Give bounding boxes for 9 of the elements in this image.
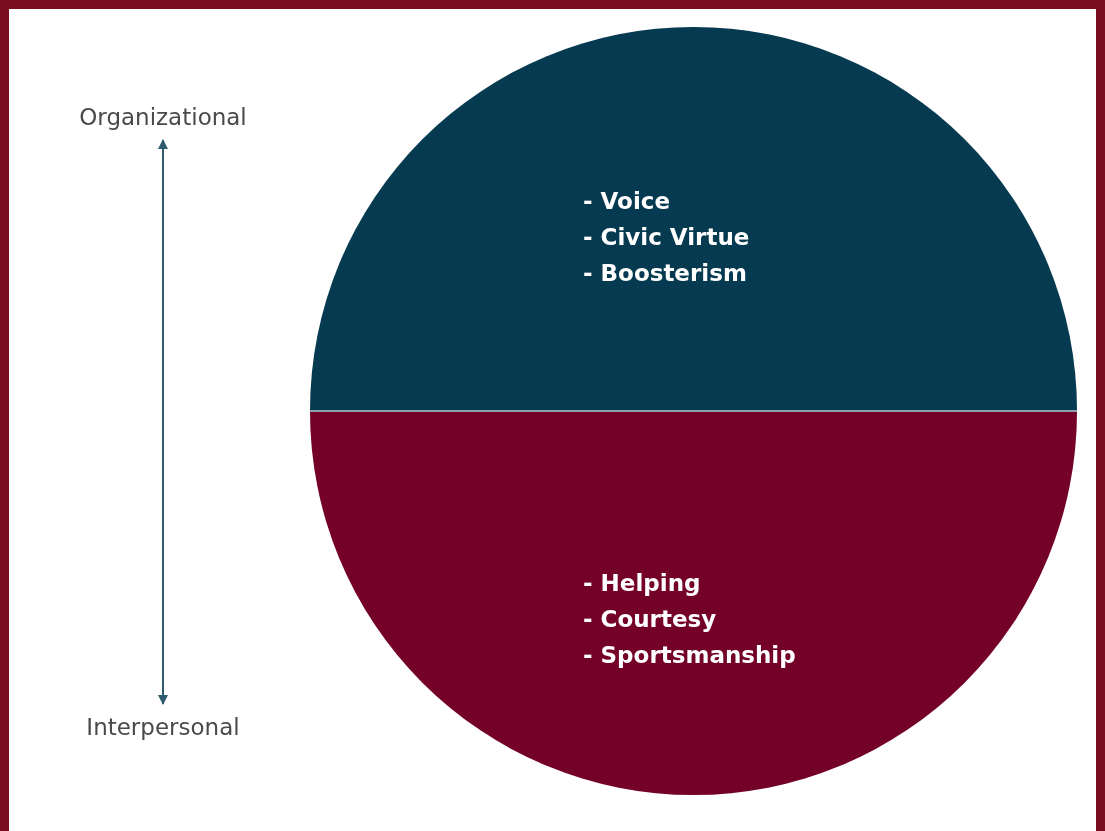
axis-label: Organizational bbox=[79, 104, 247, 130]
axis-label: Interpersonal bbox=[86, 714, 240, 740]
double-arrow bbox=[158, 139, 168, 705]
list-item: - Civic Virtue bbox=[583, 223, 750, 252]
list-item: - Sportsmanship bbox=[583, 641, 796, 670]
list-item: - Helping bbox=[583, 569, 702, 598]
list-item: - Courtesy bbox=[583, 605, 718, 634]
list-item: - Voice bbox=[583, 187, 671, 216]
list-item: - Boosterism bbox=[583, 259, 748, 288]
